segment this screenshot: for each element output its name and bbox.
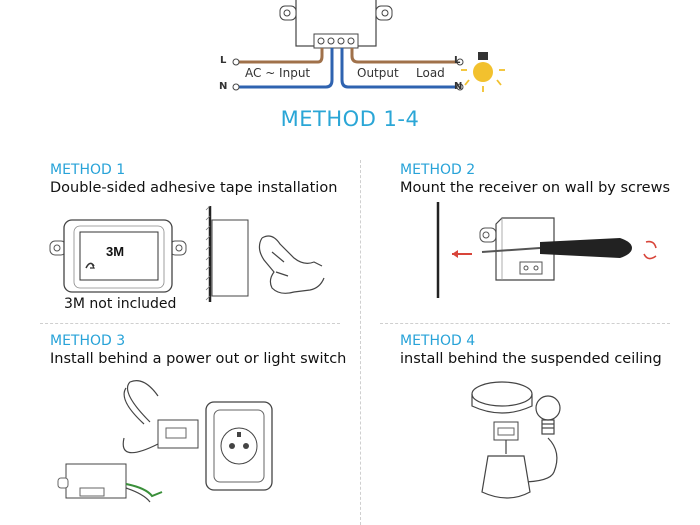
adhesive-tape-icon xyxy=(79,231,159,281)
wire-loop-icon xyxy=(122,380,159,454)
light-bulb-icon xyxy=(535,395,561,435)
method-1-desc: Double-sided adhesive tape installation xyxy=(50,180,338,196)
cable-icon xyxy=(505,437,558,483)
method-2-illustration xyxy=(436,202,657,298)
input-label: AC ~ Input xyxy=(245,66,311,80)
tape-label: 3M xyxy=(106,244,124,259)
horizontal-divider-right xyxy=(380,323,670,324)
horizontal-divider-left xyxy=(40,323,340,324)
method-4-desc: install behind the suspended ceiling xyxy=(400,351,662,367)
method-3-title: METHOD 3 xyxy=(50,333,126,349)
output-label: Output xyxy=(357,66,399,80)
screwdriver-icon xyxy=(481,238,632,258)
live-label-right: L xyxy=(454,55,461,66)
method-1-note: 3M not included xyxy=(64,296,177,312)
neutral-label-left: N xyxy=(219,81,228,92)
wall-icon xyxy=(205,205,249,302)
receiver-module-icon xyxy=(493,421,519,441)
live-label-left: L xyxy=(220,55,227,66)
input-live-wire xyxy=(238,48,324,64)
input-neutral-wire xyxy=(238,48,334,89)
output-neutral-wire xyxy=(340,48,458,89)
method-1-title: METHOD 1 xyxy=(50,162,126,178)
lamp-holder-icon xyxy=(481,455,531,499)
rotate-icon xyxy=(643,240,657,260)
vertical-divider xyxy=(360,160,361,525)
method-4-illustration xyxy=(471,381,561,499)
hand-icon xyxy=(258,235,325,294)
method-2-title: METHOD 2 xyxy=(400,162,476,178)
method-3-illustration xyxy=(57,380,273,503)
receiver-body xyxy=(279,0,393,49)
method-3-desc: Install behind a power out or light swit… xyxy=(50,351,347,367)
receiver-module-top xyxy=(232,0,505,92)
receiver-module-icon xyxy=(157,419,199,449)
page-title: METHOD 1-4 xyxy=(280,107,420,131)
receiver-with-wires-icon xyxy=(57,463,163,503)
power-outlet-icon xyxy=(205,401,273,491)
arrow-left-icon xyxy=(452,250,472,258)
neutral-label-right: N xyxy=(454,81,463,92)
output-live-wire xyxy=(350,48,458,64)
method-1-illustration: 3M xyxy=(49,205,325,302)
load-label: Load xyxy=(416,66,445,80)
ceiling-icon xyxy=(471,381,533,414)
bulb-icon xyxy=(461,52,505,92)
method-4-title: METHOD 4 xyxy=(400,333,476,349)
method-2-desc: Mount the receiver on wall by screws xyxy=(400,180,670,196)
